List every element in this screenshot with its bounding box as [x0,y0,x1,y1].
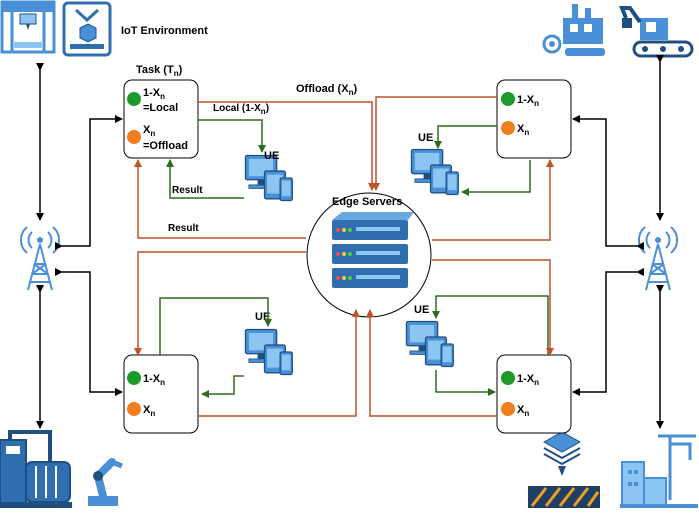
edge-servers-label: Edge Servers [332,196,402,208]
ue-label: UE [418,132,433,144]
ue-label: UE [414,304,429,316]
network-links [36,55,664,429]
local-fraction-label: 1-Xn [143,87,165,101]
ue-label: UE [264,150,279,162]
offload-fraction-label: Xn [517,123,529,137]
city-construction-icon [620,434,698,508]
layer-printer-icon [528,431,600,508]
device-bottom-right [496,354,572,434]
offload-arrow-label: Offload (Xn) [296,83,357,97]
computer-devices-icon [410,148,459,196]
offload-dot [127,130,141,144]
offload-paths [134,96,554,417]
offload-dot [501,121,515,135]
excavator-icon [619,6,694,58]
antenna-tower-icon [20,226,60,291]
device-bottom-left [123,354,199,434]
local-fraction-label: 1-Xn [517,94,539,108]
offload-fraction-label: Xn [517,404,529,418]
computer-devices-icon [405,320,454,368]
local-arrow-label: Local (1-Xn) [213,103,269,116]
computer-devices-icon [244,154,293,202]
3d-printer-icon [0,0,56,54]
3d-printer-icon [62,1,112,57]
local-fraction-label: 1-Xn [517,373,539,387]
robot-arm-icon [88,458,123,506]
local-dot [501,92,515,106]
computer-devices-icon [244,328,293,376]
offload-dot [501,402,515,416]
offload-fraction-label: Xn [143,404,155,418]
local-equals-label: =Local [143,102,178,114]
local-paths [159,119,549,398]
local-fraction-label: 1-Xn [143,373,165,387]
offload-equals-label: =Offload [143,140,188,152]
task-device-top-left [123,79,199,159]
result-label-edge: Result [168,223,199,234]
local-dot [501,371,515,385]
task-title: Task (Tn) [136,64,183,78]
iot-environment-label: IoT Environment [121,25,208,37]
pump-motor-icon [0,430,72,508]
server-rack-icon [332,212,414,288]
local-dot [127,371,141,385]
local-dot [127,92,141,106]
device-top-right [496,79,572,159]
offload-fraction-label: Xn [143,124,155,138]
antenna-tower-icon [638,226,678,291]
result-label-local: Result [172,185,203,196]
offload-dot [127,402,141,416]
factory-robot-icon [542,4,605,56]
